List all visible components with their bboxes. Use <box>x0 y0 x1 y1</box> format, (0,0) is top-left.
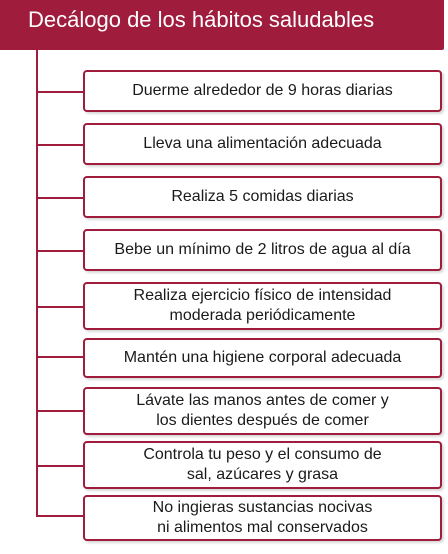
habit-text-6: Mantén una higiene corporal adecuada <box>123 349 402 366</box>
habit-box-3: Realiza 5 comidas diarias <box>83 176 442 218</box>
habit-box-2: Lleva una alimentación adecuada <box>83 123 442 165</box>
habit-text-9: No ingieras sustancias nocivas ni alimen… <box>152 499 373 536</box>
habit-text-2: Lleva una alimentación adecuada <box>143 135 382 152</box>
connector-branch-5 <box>36 306 84 308</box>
connector-branch-8 <box>36 465 84 467</box>
habit-text-4: Bebe un mínimo de 2 litros de agua al dí… <box>114 241 411 258</box>
habit-box-5: Realiza ejercicio físico de intensidad m… <box>83 282 442 330</box>
connector-branch-2 <box>36 144 84 146</box>
connector-branch-1 <box>36 91 84 93</box>
habit-box-4: Bebe un mínimo de 2 litros de agua al dí… <box>83 229 442 271</box>
connector-branch-4 <box>36 250 84 252</box>
connector-trunk <box>36 50 38 515</box>
connector-branch-7 <box>36 410 84 412</box>
habit-text-5: Realiza ejercicio físico de intensidad m… <box>133 287 392 324</box>
habit-text-3: Realiza 5 comidas diarias <box>171 188 354 205</box>
habit-box-7: Lávate las manos antes de comer y los di… <box>83 387 442 435</box>
habit-box-1: Duerme alrededor de 9 horas diarias <box>83 70 442 112</box>
habit-text-8: Controla tu peso y el consumo de sal, az… <box>143 446 382 483</box>
title-banner: Decálogo de los hábitos saludables <box>0 0 444 50</box>
habit-box-8: Controla tu peso y el consumo de sal, az… <box>83 441 442 489</box>
habit-box-6: Mantén una higiene corporal adecuada <box>83 338 442 378</box>
connector-branch-6 <box>36 356 84 358</box>
habit-box-9: No ingieras sustancias nocivas ni alimen… <box>83 495 442 541</box>
habit-text-7: Lávate las manos antes de comer y los di… <box>136 392 389 429</box>
connector-branch-9 <box>36 515 84 517</box>
connector-branch-3 <box>36 197 84 199</box>
diagram-title: Decálogo de los hábitos saludables <box>28 7 375 32</box>
habit-text-1: Duerme alrededor de 9 horas diarias <box>132 82 393 99</box>
